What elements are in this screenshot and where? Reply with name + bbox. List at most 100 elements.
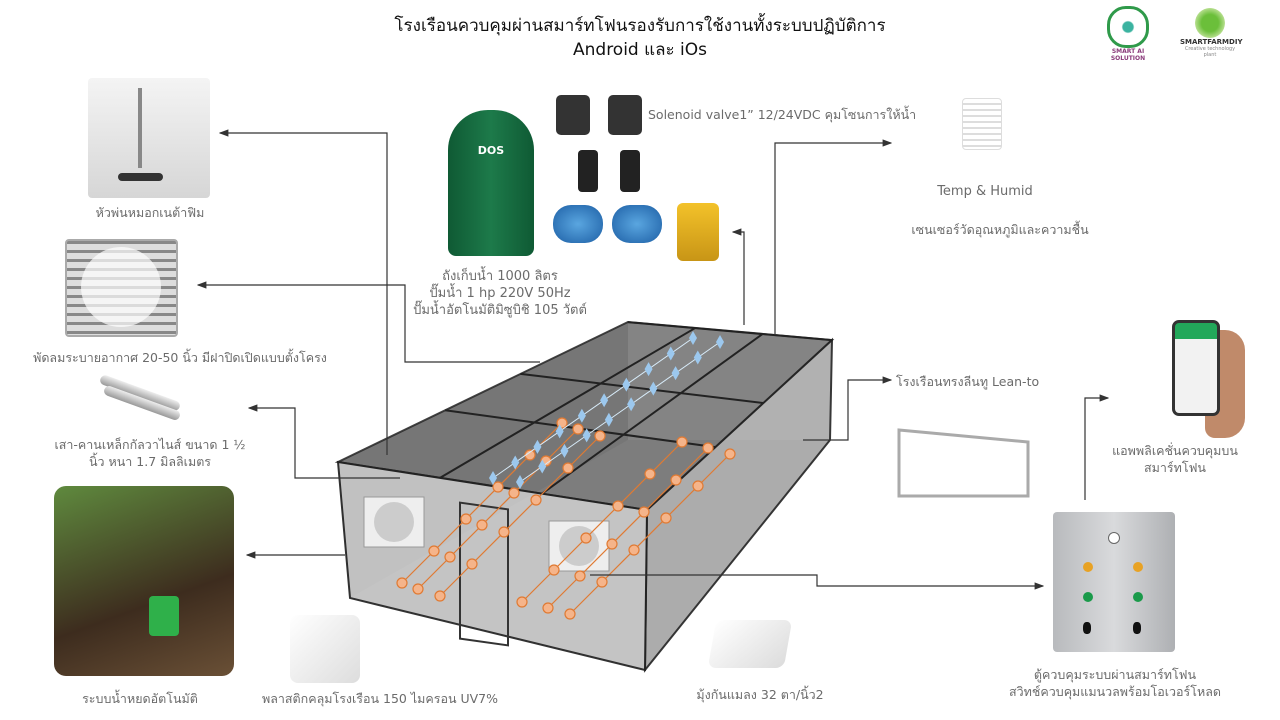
drip-label: ระบบน้ำหยดอัตโนมัติ [82,691,198,706]
sprinkler-emitter [724,448,736,460]
fogger-nozzle [538,459,547,474]
connector-cabinet [590,574,1045,590]
page-title: โรงเรือนควบคุมผ่านสมาร์ทโฟนรองรับการใช้ง… [394,16,886,60]
sprinkler-emitter [542,602,554,614]
pipe-label: เสา-คานเหล็กกัลวาไนส์ ขนาด 1 ½ นิ้ว หนา … [54,437,246,469]
smart-ai-solution-logo: SMART AI SOLUTION [1098,6,1158,62]
drip-line [417,428,579,590]
roof-rib [520,372,764,405]
fogger-nozzle [622,377,631,392]
control-cabinet-image [1053,512,1175,652]
solenoid-label: Solenoid valve1” 12/24VDC คุมโซนการให้น้… [648,107,917,122]
fogger-nozzle [582,428,591,443]
plastic-label: พลาสติกคลุมโรงเรือน 150 ไมครอน UV7% [261,691,499,706]
sprinkler-emitter [702,442,714,454]
drip-line [521,441,683,603]
connector-sensor [774,139,893,335]
sprinkler-emitter [606,538,618,550]
connector-fan [196,281,540,363]
cabinet-label: ตู้ควบคุมระบบผ่านสมาร์ทโฟน สวิทช์ควบคุมแ… [1009,667,1221,699]
sprinkler-emitter [638,506,650,518]
sprinkler-emitter [476,519,488,531]
sprinkler-emitter [562,462,574,474]
sprinkler-emitter [492,481,504,493]
drip-line [569,453,731,615]
solenoid-valve-image-2 [608,95,642,135]
fogger-nozzle [716,335,724,349]
roof-rib [627,321,832,342]
roof-purlin [541,333,764,495]
sprinkler-emitter [564,608,576,620]
greenhouse-door [459,501,509,647]
fan-label: พัดลมระบายอากาศ 20-50 นิ้ว มีฝาปิดเปิดแบ… [33,350,327,365]
net-label: มุ้งกันแมลง 32 ตา/นิ้ว2 [696,687,824,702]
sprinkler-emitter [580,532,592,544]
fogger-nozzle [560,443,569,458]
fogger-nozzle [693,350,702,365]
drip-line [439,435,601,597]
fogger-nozzle [577,408,586,423]
fogger-label: หัวพ่นหมอกเนต้าฟิม [95,205,205,220]
sprinkler-emitter [460,513,472,525]
fogger-nozzle [666,346,675,361]
water-pump-image-2 [612,205,662,243]
fogger-nozzle [533,439,542,454]
sprinkler-emitter [572,423,584,435]
connector-pipe [247,404,400,479]
roof-purlin [439,327,696,479]
sprinkler-emitter [612,500,624,512]
fogger-nozzle [511,455,520,470]
leanto-label: โรงเรือนทรงลีนทู Lean-to [896,374,1040,389]
fogger-nozzle [627,397,636,412]
fogger-nozzle [689,331,697,345]
fogger-nozzle [555,424,564,439]
water-tank-image: DOS [448,110,534,256]
app-label: แอพพลิเคชั่นควบคุมบน สมาร์ทโฟน [1112,443,1238,475]
fogger-nozzle [489,471,497,485]
smartphone-app-image [1172,320,1220,416]
filter-image-2 [620,150,640,192]
greenhouse-plastic-image [290,615,360,683]
sprinkler-emitter [508,487,520,499]
temp-humid-sensor-image [962,98,1002,150]
tank-pump-label: ถังเก็บน้ำ 1000 ลิตร ปั๊มน้ำ 1 hp 220V 5… [413,269,587,318]
ventilation-fan-image [65,239,178,337]
sprinkler-emitter [676,436,688,448]
sprinkler-emitter [594,430,606,442]
sensor-th-label: เซนเซอร์วัดอุณหภูมิและความชื้น [911,222,1089,237]
sprinkler-emitter [466,558,478,570]
tank-brand-label: DOS [477,144,505,157]
sprinkler-emitter [692,480,704,492]
greenhouse-fan-right [548,520,610,572]
fogger-line [519,341,721,483]
sprinkler-emitter [574,570,586,582]
sprinkler-emitter [444,551,456,563]
connector-fogger [218,129,388,455]
fogger-nozzle-image [88,78,210,198]
sprinkler-emitter [644,468,656,480]
connector-leanto [803,376,893,441]
sprinkler-emitter [516,596,528,608]
sprinkler-emitter [530,494,542,506]
smartfarmdiy-logo: SMARTFARMDIY Creative technology plant [1180,8,1243,58]
greenhouse-fan-left [363,496,425,548]
fogger-nozzle [604,412,613,427]
sprinkler-emitter [660,512,672,524]
filter-image-1 [578,150,598,192]
drip-irrigation-image [54,486,234,676]
sprinkler-emitter [412,583,424,595]
fogger-nozzle [516,475,524,489]
sprinkler-emitter [434,590,446,602]
fogger-nozzle [600,393,609,408]
drip-line [547,447,709,609]
fogger-nozzle [671,366,680,381]
auto-pump-image [677,203,719,261]
water-pump-image-1 [553,205,603,243]
sprinkler-emitter [596,576,608,588]
leanto-shape-outline [897,428,1030,498]
sprinkler-emitter [428,545,440,557]
sensor-en-label: Temp & Humid [937,184,1033,199]
fogger-nozzle [644,362,653,377]
solenoid-valve-image-1 [556,95,590,135]
